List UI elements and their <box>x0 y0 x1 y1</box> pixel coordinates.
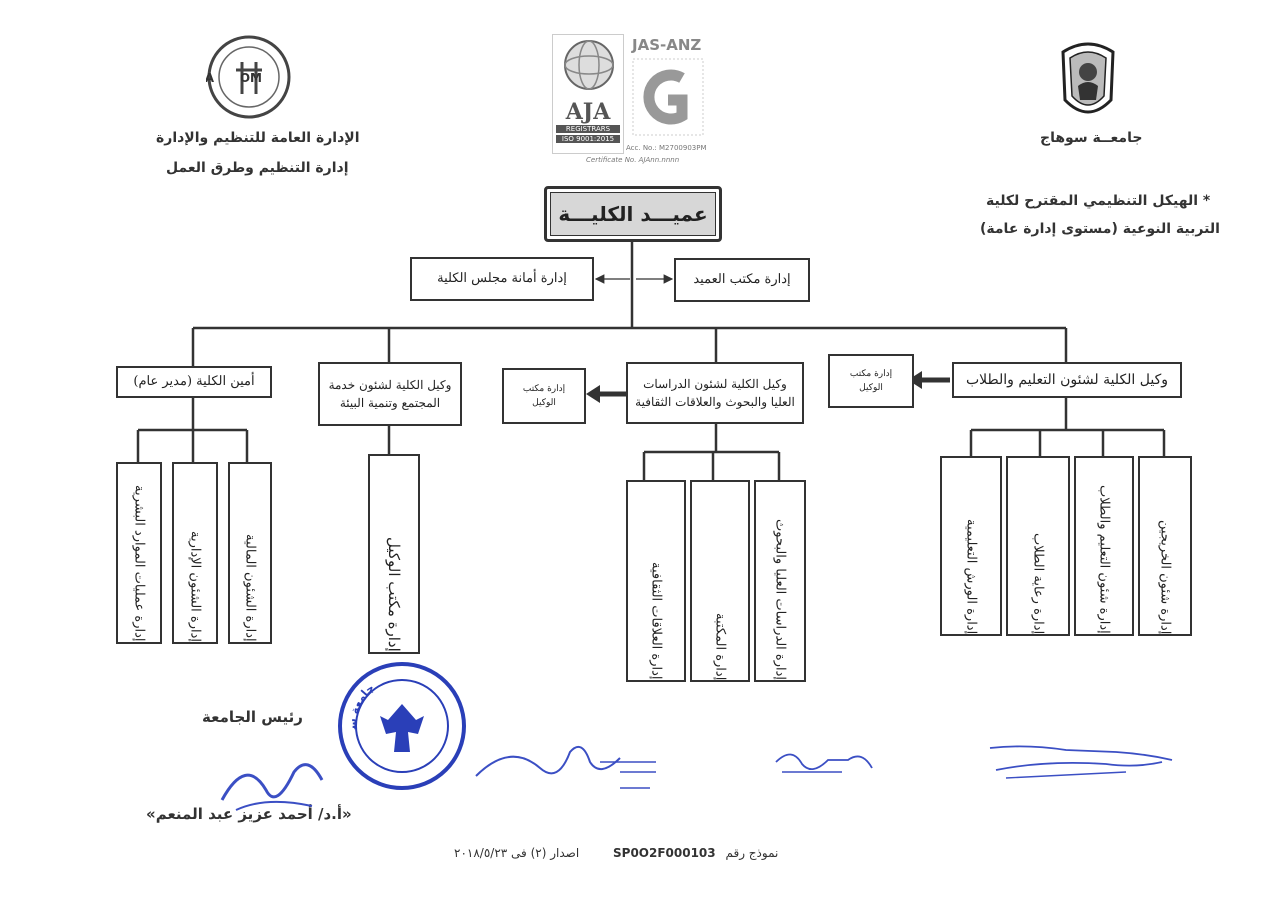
university-seal-stamp: جامعة سوهاج <box>336 660 466 790</box>
dept-cultural-relations-label: إدارة العلاقات الثقافية <box>648 562 664 680</box>
dept-library: إدارة المكتبة <box>690 480 750 682</box>
vice-community-line-1: وكيل الكلية لشئون خدمة <box>328 378 452 392</box>
vice-education-office-line-1: إدارة مكتب <box>849 368 893 379</box>
form-info: نموذج رقم SP0O2F000103 اصدار (٢) فى ٢٠١٨… <box>454 846 778 860</box>
vice-graduate-line-1: وكيل الكلية لشئون الدراسات <box>643 377 787 391</box>
dept-human-resources-label: إدارة عمليات الموارد البشرية <box>131 485 147 642</box>
vice-education-label: وكيل الكلية لشئون التعليم والطلاب <box>965 371 1169 388</box>
org-admin-methods: إدارة التنظيم وطرق العمل <box>166 160 349 176</box>
university-president-title: رئيس الجامعة <box>202 708 303 726</box>
vice-education-office-line-2: الوكيل <box>859 383 883 393</box>
vice-graduate-box: وكيل الكلية لشئون الدراسات العليا والبحو… <box>626 362 804 424</box>
dean-label: عميـــد الكليـــة <box>558 202 708 226</box>
dept-library-label: إدارة المكتبة <box>712 612 728 680</box>
council-secretariat-box: إدارة أمانة مجلس الكلية <box>410 257 594 301</box>
form-code: SP0O2F000103 <box>613 846 716 860</box>
president-signature <box>220 763 324 811</box>
dept-graduate-studies-research: إدارة الدراسات العليا والبحوث <box>754 480 806 682</box>
vice-community-box: وكيل الكلية لشئون خدمة المجتمع وتنمية ال… <box>318 362 462 426</box>
dept-human-resources: إدارة عمليات الموارد البشرية <box>116 462 162 644</box>
jas-anz-logo <box>632 58 704 136</box>
signature-3 <box>775 753 873 773</box>
vice-graduate-office-line-2: الوكيل <box>532 398 556 408</box>
college-secretary-box: أمين الكلية (مدير عام) <box>116 366 272 398</box>
chart-title-line-1: * الهيكل التنظيمي المقترح لكلية <box>986 193 1211 209</box>
dept-education-student-affairs: إدارة شئون التعليم والطلاب <box>1074 456 1134 636</box>
form-issue: اصدار (٢) فى ٢٠١٨/٥/٢٣ <box>454 846 580 860</box>
university-name: جامعــة سوهاج <box>1040 130 1143 146</box>
dept-student-welfare-label: إدارة رعاية الطلاب <box>1030 532 1046 634</box>
dept-administrative-affairs-label: إدارة الشئون الإدارية <box>187 530 203 642</box>
dept-education-student-affairs-label: إدارة شئون التعليم والطلاب <box>1096 485 1112 634</box>
org-admin-general: الإدارة العامة للتنظيم والإدارة <box>156 130 360 146</box>
dean-box: عميـــد الكليـــة <box>544 186 722 242</box>
aja-registrars: REGISTRARS <box>556 125 620 133</box>
sohag-university-logo <box>1061 42 1115 114</box>
college-secretary-label: أمين الكلية (مدير عام) <box>133 374 255 390</box>
gaom-ga: GA <box>206 71 215 85</box>
dept-vice-office-community-label: إدارة مكتب الوكيل <box>385 537 403 652</box>
jas-acc-number: Acc. No.: M2700903PM <box>626 144 707 152</box>
aja-brand: AJA <box>565 99 611 125</box>
vice-education-box: وكيل الكلية لشئون التعليم والطلاب <box>952 362 1182 398</box>
dept-educational-workshops-label: إدارة الورش التعليمية <box>963 518 979 634</box>
dept-graduates-affairs: إدارة شئون الخريجين <box>1138 456 1192 636</box>
jas-anz-label: JAS-ANZ <box>632 36 702 54</box>
gaom-om: OM <box>240 71 262 85</box>
chart-title-line-2: التربية النوعية (مستوى إدارة عامة) <box>980 221 1220 237</box>
vice-graduate-office-line-1: إدارة مكتب <box>522 383 566 394</box>
vice-graduate-office-box: إدارة مكتب الوكيل <box>502 368 586 424</box>
dept-administrative-affairs: إدارة الشئون الإدارية <box>172 462 218 644</box>
dept-financial-affairs: إدارة الشئون المالية <box>228 462 272 644</box>
dept-graduate-studies-research-label: إدارة الدراسات العليا والبحوث <box>772 518 788 680</box>
gaom-logo: GA OM <box>206 35 291 119</box>
vice-community-line-2: المجتمع وتنمية البيئة <box>339 396 441 410</box>
vice-graduate-line-2: العليا والبحوث والعلاقات الثقافية <box>635 395 795 409</box>
form-label: نموذج رقم <box>725 846 779 860</box>
dept-graduates-affairs-label: إدارة شئون الخريجين <box>1157 519 1173 634</box>
dept-educational-workshops: إدارة الورش التعليمية <box>940 456 1002 636</box>
university-president-name: «أ.د/ أحمد عزيز عبد المنعم» <box>146 805 352 823</box>
dean-office-label: إدارة مكتب العميد <box>693 272 791 288</box>
globe-icon <box>564 40 614 90</box>
certificate-number: Certificate No. AJAnn.nnnn <box>586 156 680 164</box>
council-secretariat-label: إدارة أمانة مجلس الكلية <box>437 271 567 287</box>
iso-standard: ISO 9001:2015 <box>556 135 620 143</box>
signature-4 <box>989 745 1173 779</box>
signature-2 <box>475 745 656 789</box>
dept-vice-office-community: إدارة مكتب الوكيل <box>368 454 420 654</box>
vice-education-office-box: إدارة مكتب الوكيل <box>828 354 914 408</box>
dept-financial-affairs-label: إدارة الشئون المالية <box>242 534 258 642</box>
aja-certification-logo: AJA REGISTRARS ISO 9001:2015 <box>552 34 624 154</box>
dept-cultural-relations: إدارة العلاقات الثقافية <box>626 480 686 682</box>
dean-office-box: إدارة مكتب العميد <box>674 258 810 302</box>
dept-student-welfare: إدارة رعاية الطلاب <box>1006 456 1070 636</box>
